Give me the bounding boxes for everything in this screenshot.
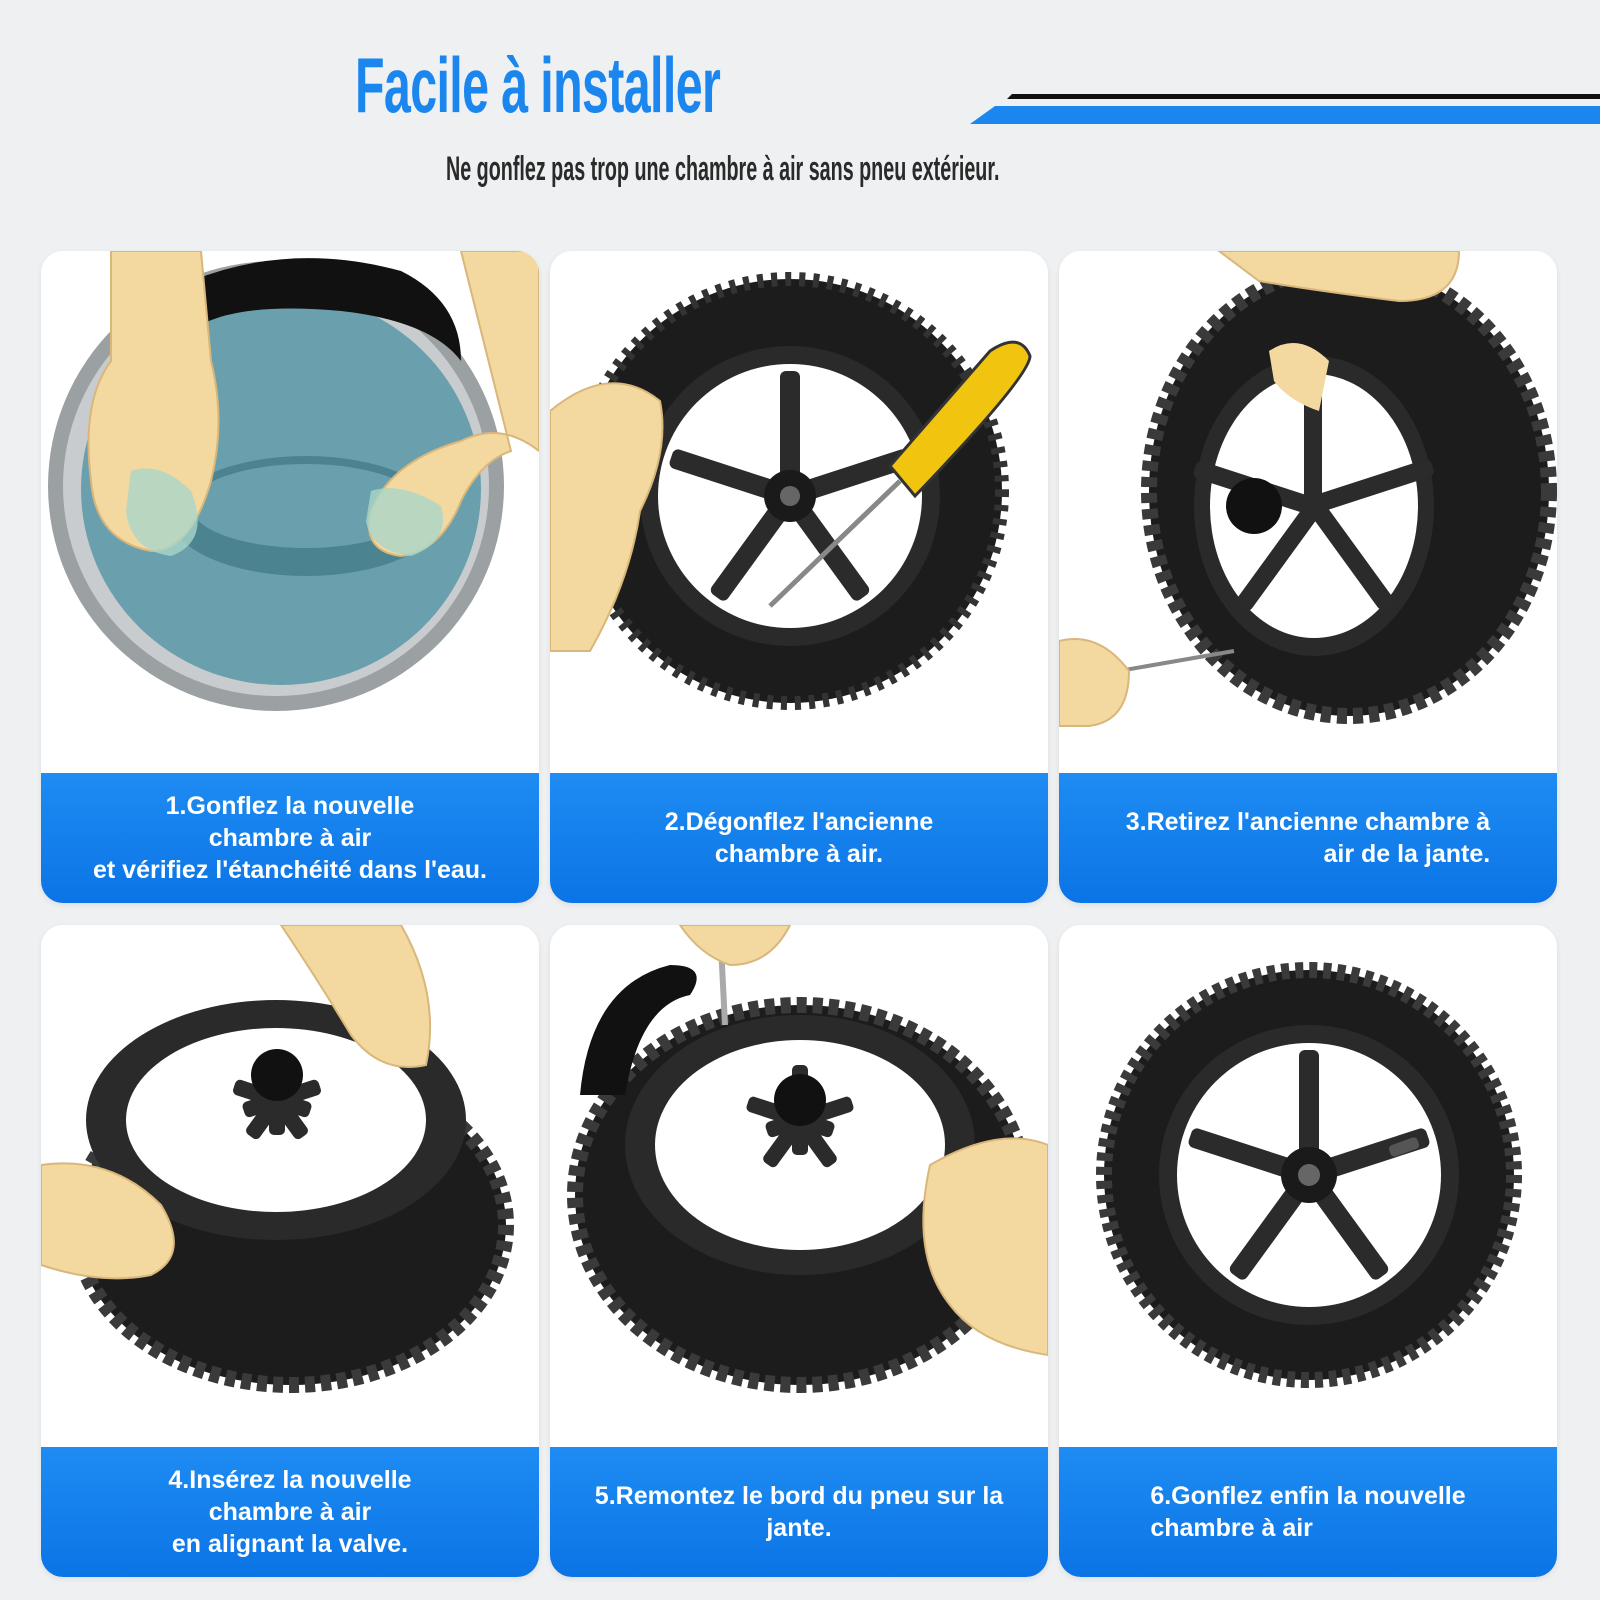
refit-tire-bead-illustration <box>550 925 1048 1451</box>
step-card-6: 6.Gonflez enfin la nouvelle chambre à ai… <box>1059 925 1557 1577</box>
step-text-1: 1.Gonflez la nouvelle chambre à air et v… <box>93 792 487 884</box>
step-text-2: 2.Dégonflez l'ancienne chambre à air. <box>664 808 934 868</box>
tube-in-water-basin-illustration <box>41 251 539 777</box>
page-subtitle: Ne gonflez pas trop une chambre à air sa… <box>446 150 1000 188</box>
step-caption-5: 5.Remontez le bord du pneu sur la jante. <box>550 1447 1048 1577</box>
inflated-wheel-illustration <box>1059 925 1557 1451</box>
deflate-with-screwdriver-illustration <box>550 251 1048 777</box>
step-card-1: 1.Gonflez la nouvelle chambre à air et v… <box>41 251 539 903</box>
remove-old-tube-illustration <box>1059 251 1557 777</box>
step-text-5: 5.Remontez le bord du pneu sur la jante. <box>594 1482 1004 1542</box>
step-caption-2: 2.Dégonflez l'ancienne chambre à air. <box>550 773 1048 903</box>
step-caption-4: 4.Insérez la nouvelle chambre à air en a… <box>41 1447 539 1577</box>
step-text-6: 6.Gonflez enfin la nouvelle chambre à ai… <box>1150 1482 1466 1542</box>
header-stripe-decoration <box>970 94 1600 124</box>
step-card-5: 5.Remontez le bord du pneu sur la jante. <box>550 925 1048 1577</box>
page-title: Facile à installer <box>355 41 721 129</box>
insert-new-tube-illustration <box>41 925 539 1451</box>
step-card-4: 4.Insérez la nouvelle chambre à air en a… <box>41 925 539 1577</box>
step-text-4: 4.Insérez la nouvelle chambre à air en a… <box>168 1466 412 1558</box>
step-caption-3: 3.Retirez l'ancienne chambre à air de la… <box>1059 773 1557 903</box>
step-card-2: 2.Dégonflez l'ancienne chambre à air. <box>550 251 1048 903</box>
step-caption-6: 6.Gonflez enfin la nouvelle chambre à ai… <box>1059 1447 1557 1577</box>
step-text-3: 3.Retirez l'ancienne chambre à air de la… <box>1125 808 1491 868</box>
step-caption-1: 1.Gonflez la nouvelle chambre à air et v… <box>41 773 539 903</box>
step-card-3: 3.Retirez l'ancienne chambre à air de la… <box>1059 251 1557 903</box>
